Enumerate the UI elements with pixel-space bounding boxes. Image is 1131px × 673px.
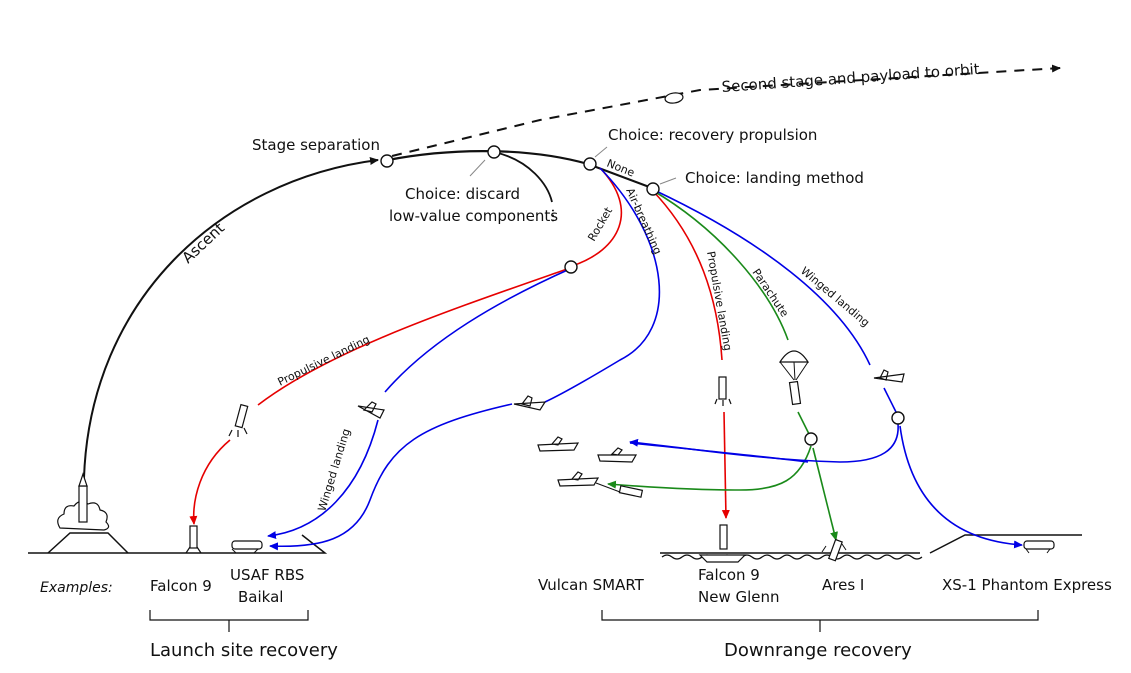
parachute-descent (797, 411, 811, 437)
example-xs1: XS-1 Phantom Express (942, 576, 1112, 594)
ascent-label: Ascent (178, 219, 228, 267)
example-new-glenn: New Glenn (698, 588, 780, 606)
winged-midair-return (629, 442, 809, 463)
rocket-label: Rocket (585, 204, 615, 243)
winged-landing-left-label: Winged landing (315, 427, 352, 513)
booster-landed-left-icon (185, 525, 202, 554)
glider-downrange-icon (873, 369, 905, 383)
node-recovery-propulsion (583, 157, 597, 171)
midair-plane-3-icon (557, 471, 600, 487)
air-breathing-path (544, 167, 661, 403)
parachute-label: Parachute (750, 266, 792, 319)
midair-plane-2-icon (597, 447, 638, 463)
parachute-path (651, 189, 789, 341)
winged-landing-downrange-path (653, 189, 871, 366)
propulsive-landing-launchsite-descent (189, 439, 231, 525)
winged-landing-launchsite-descent (267, 419, 379, 540)
discard-ellipsis: … (548, 208, 566, 223)
booster-landing-left-icon (228, 403, 249, 437)
examples-heading: Examples: (40, 580, 113, 596)
propulsive-landing-downrange-path (651, 189, 723, 361)
group-brackets (149, 610, 1039, 632)
launch-site-recovery-label: Launch site recovery (150, 640, 338, 661)
node-parachute-choice (804, 432, 818, 446)
choice-landing-label: Choice: landing method (685, 169, 864, 187)
node-rocket-return (564, 260, 578, 274)
parachute-midair-path (607, 445, 812, 491)
flyback-booster-icon (513, 395, 547, 411)
stage-separation-label: Stage separation (252, 136, 380, 154)
node-landing-method (646, 182, 660, 196)
xs1-landed-icon (1023, 540, 1055, 554)
glider-left-icon (357, 401, 385, 419)
winged-landing-right-label: Winged landing (798, 264, 872, 329)
ascent-path (83, 157, 379, 479)
launch-rocket-icon (57, 472, 110, 531)
towed-booster-icon (618, 485, 644, 498)
droneship-booster-icon (698, 524, 747, 563)
choice-recovery-label: Choice: recovery propulsion (608, 126, 817, 144)
decision-nodes (380, 145, 905, 446)
winged-landing-downrange-to-node (883, 387, 897, 413)
booster-downrange-icon (714, 376, 732, 406)
second-stage-label: Second stage and payload to orbit (721, 60, 980, 96)
midair-tow-line (595, 482, 621, 493)
winged-landed-left-icon (231, 540, 263, 554)
ground-lines (28, 532, 1082, 554)
second-stage-payload-icon (664, 92, 684, 104)
parachute-icon (778, 350, 810, 406)
node-winged-choice (891, 411, 905, 425)
downrange-recovery-label: Downrange recovery (724, 640, 912, 661)
discard-branch (493, 151, 553, 203)
second-stage-path (391, 64, 1061, 157)
propulsive-landing-left-label: Propulsive landing (276, 333, 372, 389)
choice-discard-label: Choice: discard (405, 185, 520, 203)
midair-plane-1-icon (537, 436, 580, 452)
propulsive-landing-right-label: Propulsive landing (704, 250, 734, 352)
example-vulcan: Vulcan SMART (538, 576, 645, 594)
winged-landing-launchsite-path (384, 267, 573, 393)
example-ares: Ares I (822, 576, 864, 594)
choice-discard-label-2: low-value components (389, 207, 558, 225)
example-usaf-rbs: USAF RBS (230, 566, 304, 584)
example-falcon9: Falcon 9 (150, 577, 212, 595)
parachute-splashdown-path (812, 447, 838, 541)
node-stage-separation (380, 154, 394, 168)
node-discard (487, 145, 501, 159)
winged-landing-runway-path (899, 425, 1023, 549)
example-falcon9-downrange: Falcon 9 (698, 566, 760, 584)
air-breathing-return (269, 403, 513, 551)
rocket-return-path (571, 167, 623, 267)
splashdown-icon (821, 538, 847, 562)
propulsive-landing-launchsite-path (257, 267, 571, 406)
leader-lines (469, 146, 677, 185)
propulsive-landing-downrange-descent (721, 411, 730, 519)
example-baikal: Baikal (238, 588, 283, 606)
